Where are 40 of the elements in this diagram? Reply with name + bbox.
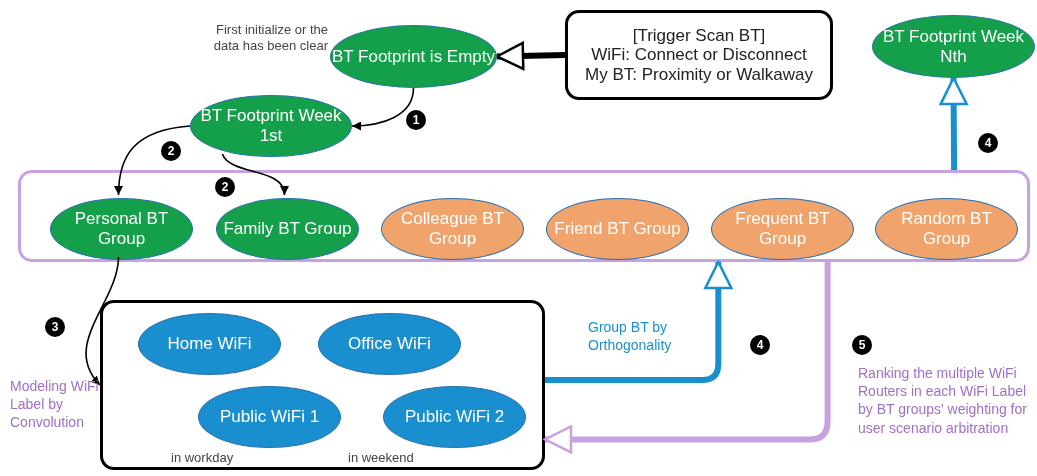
step-number: 4 [978,133,998,153]
note-text: Ranking the multiple WiFi Routers in each WiFi Label by BT groups' weighting for user scenario arbitration [858,364,1028,437]
node-label: Random BT Group [900,209,993,249]
arrow [114,125,191,196]
arrow [351,87,415,131]
note-text: Modeling WiFi Label by Convolution [10,377,100,432]
node-label: Colleague BT Group [400,209,505,249]
step-number: 2 [215,177,235,197]
node-label: BT Footprint is Empty [331,46,496,67]
node-label: Office WiFi [348,334,431,354]
step-number: 4 [750,335,770,355]
annotation-text: in weekend [348,450,415,466]
node-label: Frequent BT Group [734,209,831,249]
group-panel [18,170,1030,262]
node-label: BT Footprint Week Nth [881,26,1026,67]
step-number: 2 [161,141,181,161]
step-number: 5 [852,335,872,355]
note-text: Group BT by Orthogonality [588,318,673,355]
wifi-panel [100,300,545,470]
node-label: Public WiFi 1 [219,407,320,427]
block-arrow [545,260,733,383]
block-arrow [939,76,968,171]
block-arrow [495,41,566,71]
block-arrow [543,262,831,454]
annotation-text: in workday [171,450,235,466]
node-label: BT Footprint Week 1st [199,106,343,146]
annotation-text: First initialize or the data has been clear [212,22,328,54]
trigger-box [565,10,833,100]
arrow [85,256,120,386]
step-number: 1 [406,110,426,130]
node-label: WiFi: Connect or Disconnect [591,45,807,65]
node-label: Personal BT Group [73,209,170,249]
node-label: Friend BT Group [554,219,681,239]
node-label: Family BT Group [223,219,352,239]
node-label: Home WiFi [167,334,252,354]
arrow [221,153,288,196]
step-number: 3 [45,317,65,337]
node-label: [Trigger Scan BT] [632,25,766,46]
node-label: Public WiFi 2 [404,407,505,427]
node-label: My BT: Proximity or Walkaway [585,64,813,85]
